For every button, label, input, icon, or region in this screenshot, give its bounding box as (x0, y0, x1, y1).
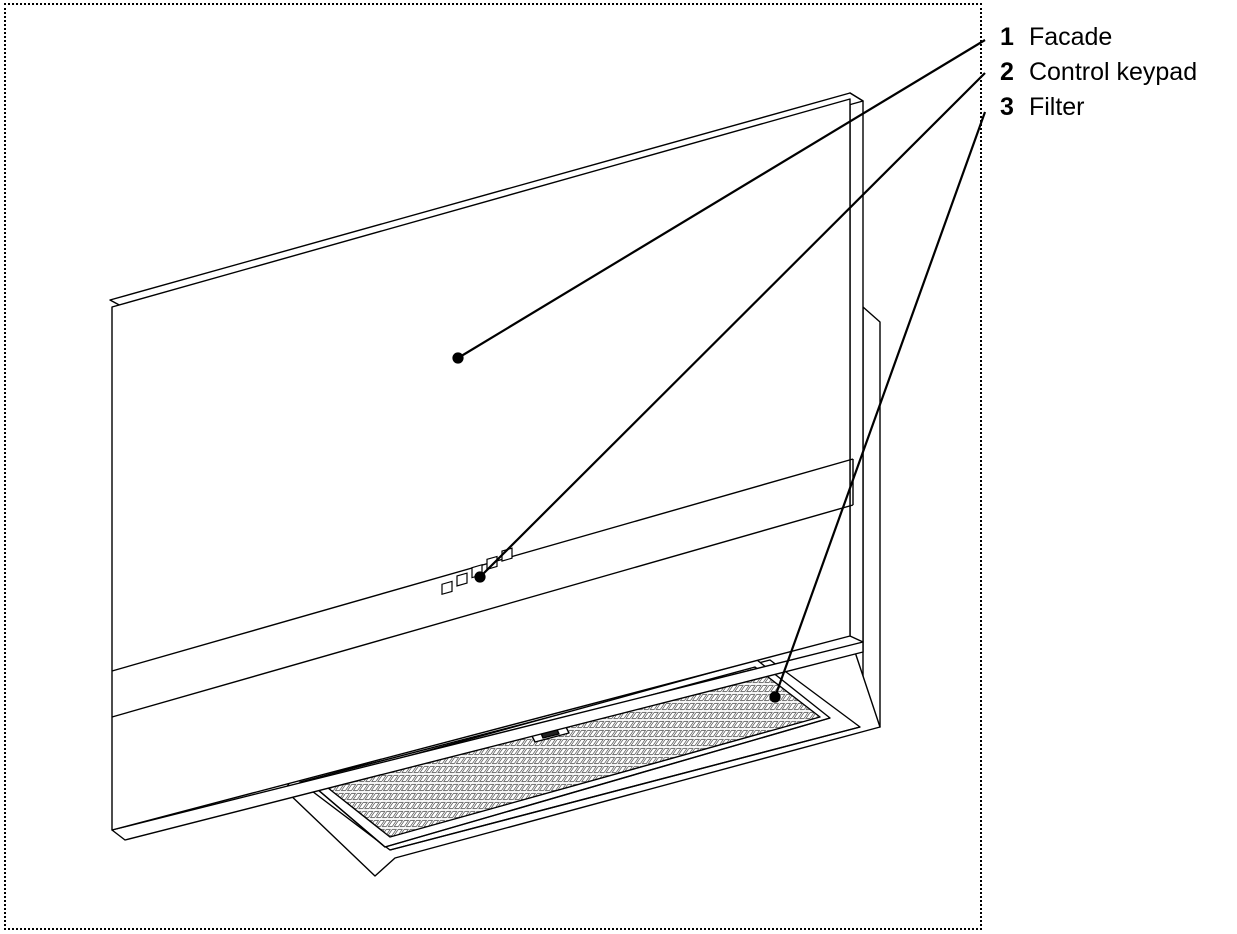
leader-line-1 (457, 39, 986, 359)
legend-item-facade: 1 Facade (1000, 20, 1197, 55)
leader-line-3 (773, 111, 987, 698)
leader-line-2 (479, 72, 986, 578)
leader-dot-1 (452, 352, 464, 364)
legend-label: Facade (1028, 23, 1113, 51)
facade-front (111, 98, 851, 831)
keypad-button-1 (441, 580, 453, 596)
legend-number: 1 (1000, 23, 1014, 51)
side-housing (862, 306, 881, 728)
diagram-frame (4, 3, 982, 930)
facade-side (849, 92, 864, 643)
legend-label: Control keypad (1028, 58, 1198, 86)
keypad-button-2 (456, 572, 468, 587)
leader-dot-2 (474, 571, 486, 583)
legend-item-control-keypad: 2 Control keypad (1000, 55, 1197, 90)
legend: 1 Facade 2 Control keypad 3 Filter (1000, 20, 1197, 125)
facade-bottom (111, 641, 864, 841)
legend-number: 2 (1000, 58, 1014, 86)
legend-number: 3 (1000, 93, 1014, 121)
legend-item-filter: 3 Filter (1000, 90, 1197, 125)
leader-dot-3 (769, 691, 781, 703)
legend-label: Filter (1028, 93, 1085, 121)
